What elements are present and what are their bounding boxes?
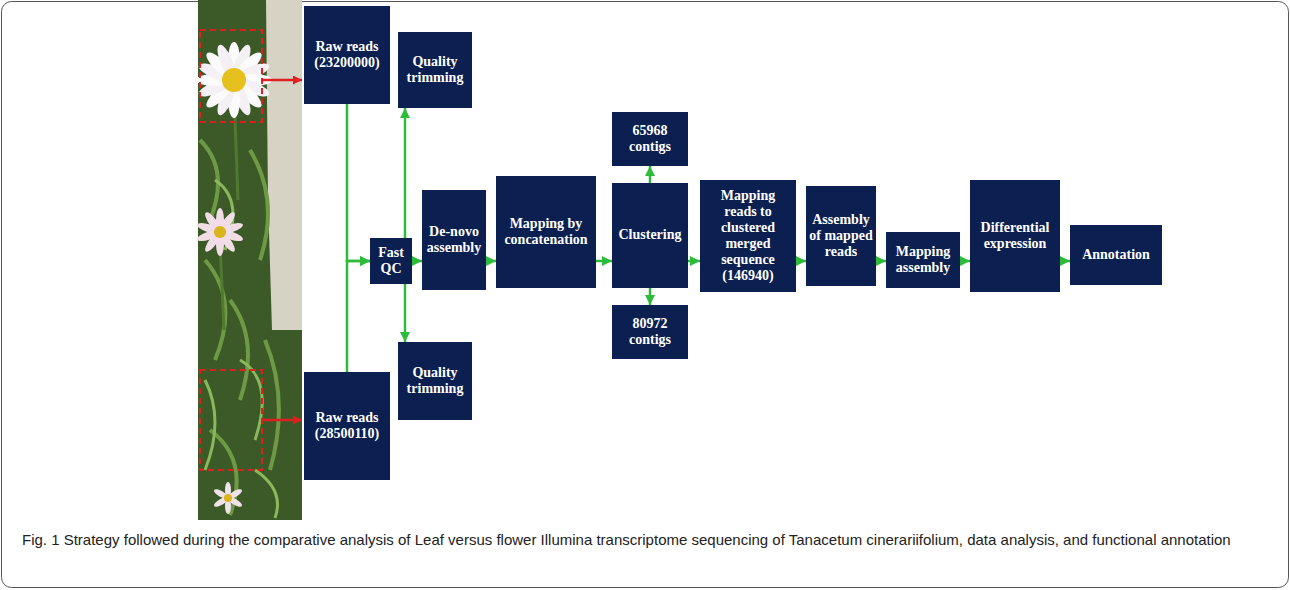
flow-arrow <box>412 260 422 263</box>
daisy-small <box>196 208 244 256</box>
box-label: 80972 contigs <box>615 316 685 348</box>
flow-arrow <box>347 104 370 261</box>
process-box: Quality trimming <box>398 342 472 420</box>
flow-arrow <box>960 260 970 263</box>
leaf-strokes <box>200 140 279 515</box>
process-box: Clustering <box>612 183 688 288</box>
process-box: Mapping by concatenation <box>496 176 596 288</box>
box-label: Raw reads (23200000) <box>307 39 387 71</box>
process-box: Mapping assembly <box>886 232 960 288</box>
box-label: Mapping assembly <box>889 244 957 276</box>
wall <box>266 0 302 330</box>
flow-arrow <box>649 288 652 305</box>
flower-center <box>224 494 232 502</box>
process-box: Fast QC <box>370 238 412 284</box>
process-box: Raw reads (28500110) <box>304 372 390 480</box>
flow-arrow <box>876 260 886 263</box>
figure-caption: Fig. 1 Strategy followed during the comp… <box>22 530 1262 550</box>
flow-arrow <box>796 260 806 263</box>
process-box: 80972 contigs <box>612 305 688 359</box>
process-box: 65968 contigs <box>612 112 688 166</box>
box-label: Quality trimming <box>401 54 469 86</box>
process-box: Mapping reads to clustered merged sequen… <box>700 180 796 292</box>
daisy-large <box>196 42 272 118</box>
process-box: De-novo assembly <box>422 190 486 290</box>
flower-center <box>222 68 246 92</box>
flow-arrow <box>404 108 407 238</box>
flow-arrow <box>1060 260 1070 263</box>
process-box: Annotation <box>1070 225 1162 285</box>
flow-arrow <box>347 261 370 372</box>
box-label: Differential expression <box>973 220 1057 252</box>
sample-marker-flower <box>200 30 262 122</box>
process-box: Raw reads (23200000) <box>304 6 390 104</box>
box-label: Raw reads (28500110) <box>307 410 387 442</box>
flow-arrow <box>404 284 407 342</box>
process-box: Quality trimming <box>398 32 472 108</box>
sample-arrow <box>262 419 302 422</box>
flow-arrow <box>596 260 612 263</box>
flow-arrow <box>486 260 496 263</box>
box-label: Fast QC <box>373 245 409 277</box>
flow-arrow <box>688 260 700 263</box>
daisy-bud <box>213 482 244 514</box>
leaf-strokes-light <box>205 180 278 518</box>
box-label: Mapping reads to clustered merged sequen… <box>703 188 793 285</box>
flow-arrow <box>649 166 652 183</box>
box-label: Assembly of mapped reads <box>809 212 873 260</box>
box-label: De-novo assembly <box>425 224 483 256</box>
box-label: Mapping by concatenation <box>499 216 593 248</box>
box-label: Quality trimming <box>401 365 469 397</box>
process-box: Assembly of mapped reads <box>806 186 876 286</box>
box-label: 65968 contigs <box>615 123 685 155</box>
sample-marker-leaf <box>200 370 262 470</box>
flower-center <box>214 226 226 238</box>
box-label: Annotation <box>1073 247 1159 263</box>
box-label: Clustering <box>615 227 685 243</box>
stems <box>220 92 238 330</box>
sample-arrow <box>262 79 302 82</box>
process-box: Differential expression <box>970 180 1060 292</box>
